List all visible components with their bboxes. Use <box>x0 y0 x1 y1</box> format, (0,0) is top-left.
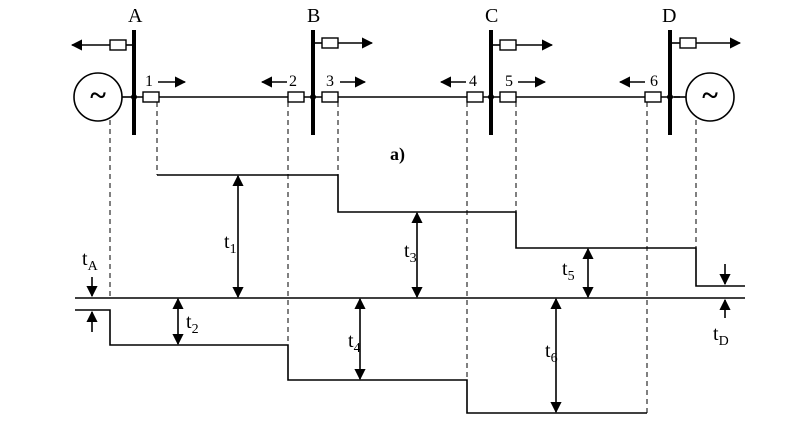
bus-c-label: C <box>485 5 498 27</box>
generator-right: ~ <box>674 72 735 122</box>
feeder-c <box>491 39 554 51</box>
tD-label: tD <box>713 323 729 349</box>
breaker-3 <box>321 91 339 103</box>
upper-time-staircase <box>157 174 745 287</box>
feeder-a <box>70 39 134 51</box>
breaker-1-label: 1 <box>145 73 153 90</box>
t5-label: t5 <box>562 258 575 284</box>
breaker-3-label: 3 <box>326 73 334 90</box>
tA-label: tA <box>82 248 99 274</box>
figure-label: a) <box>390 144 405 165</box>
t6-label: t6 <box>545 340 558 366</box>
generator-right-symbol: ~ <box>702 79 718 112</box>
breaker-4-label: 4 <box>469 73 477 90</box>
t2-label: t2 <box>186 311 199 337</box>
t1-label: t1 <box>224 231 237 257</box>
breaker-5 <box>499 91 517 103</box>
breaker-2 <box>287 91 305 103</box>
bus-d-label: D <box>662 5 676 27</box>
t3-label: t3 <box>404 240 417 266</box>
breaker-5-label: 5 <box>505 73 513 90</box>
breaker-6 <box>644 91 662 103</box>
breaker-1 <box>142 91 160 103</box>
bus-a-label: A <box>128 5 143 27</box>
generator-left: ~ <box>73 72 134 122</box>
breaker-2-label: 2 <box>289 73 297 90</box>
feeder-b <box>313 37 374 49</box>
breaker-4 <box>466 91 484 103</box>
generator-left-symbol: ~ <box>90 79 106 112</box>
feeder-d <box>670 37 742 49</box>
breaker-6-label: 6 <box>650 73 658 90</box>
t4-label: t4 <box>348 330 361 356</box>
bus-b-label: B <box>307 5 320 27</box>
lower-time-staircase <box>75 309 647 414</box>
